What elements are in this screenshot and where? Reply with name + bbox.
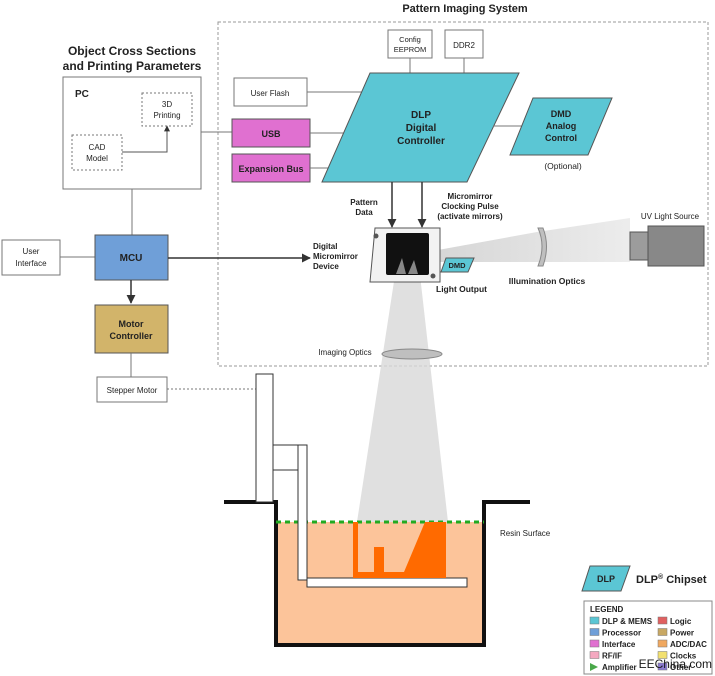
legend-swatch-4: [589, 639, 600, 648]
printing-3d-line1: 3D: [162, 100, 172, 109]
user-interface-line2: Interface: [15, 259, 47, 268]
dlp-line3: Controller: [397, 136, 445, 147]
config-line2: EEPROM: [394, 45, 427, 54]
uv-light-label: UV Light Source: [641, 212, 700, 221]
dmd-line3: Control: [545, 133, 577, 143]
user-flash-label: User Flash: [251, 89, 290, 98]
light-output-label: Light Output: [436, 284, 487, 294]
dlp-line2: Digital: [406, 123, 437, 134]
dmd-device-line1: Digital: [313, 242, 337, 251]
dmd-chip-label: DMD: [448, 261, 466, 270]
stepper-motor-label: Stepper Motor: [107, 386, 158, 395]
dmd-analog-control-box: [509, 97, 613, 156]
dlp-chipset-badge-label: DLP: [597, 574, 615, 584]
legend-swatch-3: [657, 628, 668, 636]
printing-3d-line2: Printing: [153, 111, 180, 120]
resin-surface-label: Resin Surface: [500, 529, 551, 538]
cad-model-box: [71, 134, 123, 171]
watermark: EEChina.com: [639, 657, 712, 671]
pattern-system-boundary: [217, 21, 709, 367]
dmd-mirror-detail: [396, 258, 418, 274]
pattern-system-title: Pattern Imaging System: [402, 3, 528, 15]
motor-controller-box: [94, 304, 169, 354]
legend-swatch-9: [657, 662, 668, 671]
dmd-line2: Analog: [546, 121, 577, 131]
printed-object: [353, 522, 446, 578]
dlp-chipset-badge: [581, 565, 631, 592]
mcu-label: MCU: [120, 253, 143, 264]
legend-label-1: Logic: [670, 617, 692, 626]
clock-line1: Micromirror: [448, 192, 493, 201]
config-line1: Config: [399, 35, 421, 44]
legend-swatch-2: [589, 628, 600, 636]
uv-light-source: [647, 225, 705, 267]
clock-line3: (activate mirrors): [437, 212, 503, 221]
legend-label-5: ADC/DAC: [670, 640, 707, 649]
dmd-chip-badge: [440, 257, 475, 273]
dmd-mount-dot: [373, 233, 379, 239]
dmd-device-line2: Micromirror: [313, 252, 358, 261]
cad-line1: CAD: [89, 143, 106, 152]
pc-label: PC: [75, 89, 89, 100]
dlp-controller-box: [321, 72, 520, 183]
motor-line1: Motor: [119, 319, 144, 329]
optional-label: (Optional): [544, 161, 581, 171]
printing-3d-box: [141, 92, 193, 127]
legend-label-9: Other: [670, 663, 691, 672]
legend-swatch-7: [657, 651, 668, 659]
legend-title: LEGEND: [590, 605, 624, 614]
object-title-line2: and Printing Parameters: [63, 59, 202, 73]
object-title-line1: Object Cross Sections: [68, 44, 196, 58]
legend-label-3: Power: [670, 629, 694, 638]
user-interface-line1: User: [23, 247, 40, 256]
clock-line2: Clocking Pulse: [441, 202, 499, 211]
expansion-bus-box: [231, 153, 311, 183]
dmd-device-line3: Device: [313, 262, 339, 271]
illumination-beam: [438, 218, 630, 262]
legend-label-4: Interface: [602, 640, 636, 649]
cad-to-printing-arrow: [122, 125, 170, 153]
cad-line2: Model: [86, 154, 108, 163]
config-eeprom-box: [387, 29, 433, 59]
illumination-lens: [537, 227, 547, 267]
illumination-optics-label: Illumination Optics: [509, 276, 586, 286]
legend-swatch-6: [589, 651, 600, 659]
motor-line2: Controller: [109, 331, 152, 341]
dmd-line1: DMD: [551, 109, 572, 119]
legend-label-7: Clocks: [670, 652, 697, 661]
legend-box: [583, 600, 713, 675]
ddr2-label: DDR2: [453, 41, 475, 50]
legend-swatch-0: [589, 616, 600, 625]
pattern-line1: Pattern: [350, 198, 378, 207]
dlp-line1: DLP: [411, 110, 431, 121]
usb-label: USB: [261, 129, 281, 139]
dmd-mirror-array: [386, 233, 429, 275]
legend-label-0: DLP & MEMS: [602, 617, 653, 626]
legend-swatch-8: [590, 663, 598, 671]
pattern-line2: Data: [355, 208, 373, 217]
legend-swatch-5: [657, 639, 668, 648]
legend-label-8: Amplifier: [602, 663, 637, 672]
user-interface-box: [1, 239, 61, 276]
legend-swatch-1: [657, 616, 668, 625]
platform-column: [255, 373, 274, 503]
imaging-beam: [357, 275, 448, 522]
uv-light-nozzle: [629, 231, 649, 261]
legend-label-6: RF/IF: [602, 652, 622, 661]
expansion-bus-label: Expansion Bus: [238, 164, 303, 174]
imaging-optics-label: Imaging Optics: [318, 348, 371, 357]
dmd-mount-dot-2: [430, 273, 436, 279]
dlp-chipset-label: DLP® Chipset: [636, 573, 707, 586]
imaging-lens: [381, 348, 443, 360]
legend-label-2: Processor: [602, 629, 641, 638]
platform-bracket: [272, 444, 299, 471]
platform-arm: [297, 444, 308, 581]
build-platform: [306, 577, 468, 588]
